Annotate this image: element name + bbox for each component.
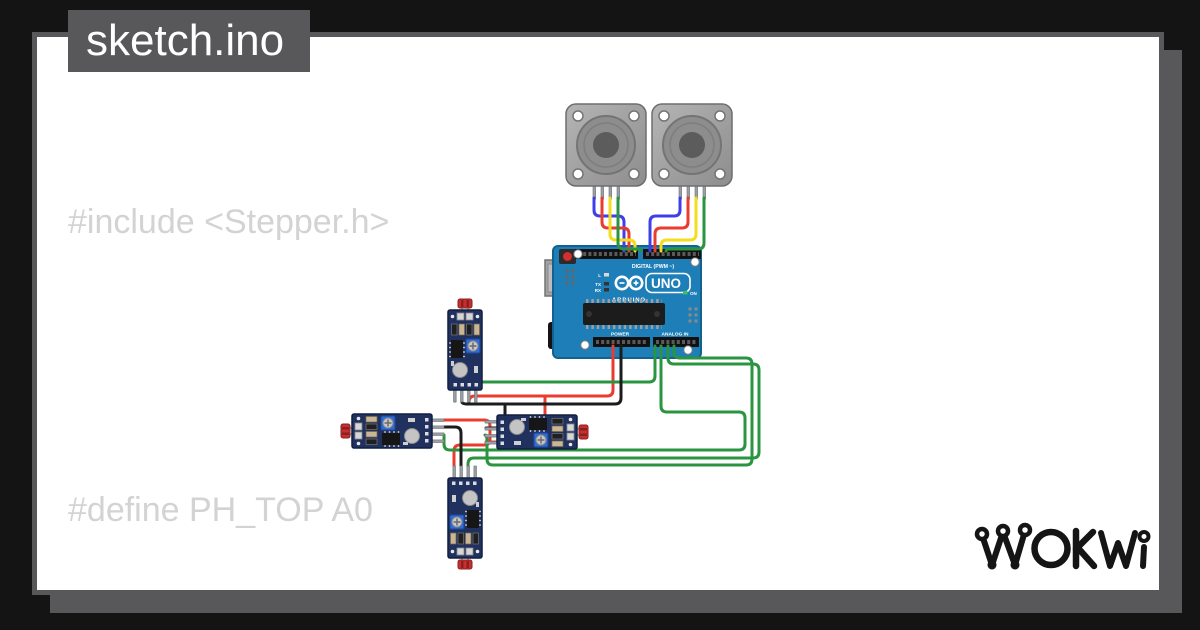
photoresistor-sensor-top bbox=[447, 298, 483, 403]
icsp-header-left bbox=[565, 269, 575, 285]
wokwi-logo bbox=[974, 522, 1151, 570]
mount-hole bbox=[690, 257, 700, 267]
analog-header bbox=[653, 337, 699, 347]
sketch-title-tab: sketch.ino bbox=[68, 10, 311, 72]
photoresistor-sensor-left bbox=[340, 413, 445, 449]
stepper-motor-right bbox=[651, 103, 733, 200]
sketch-title: sketch.ino bbox=[86, 16, 285, 65]
power-label: POWER bbox=[611, 332, 630, 338]
logo-letter-i bbox=[1140, 544, 1147, 569]
power-header bbox=[593, 337, 650, 347]
logo-letter-w2 bbox=[1098, 530, 1138, 569]
led-rx-label: RX bbox=[595, 288, 601, 293]
icsp-header-right bbox=[688, 307, 698, 323]
photoresistor-sensor-right bbox=[484, 414, 589, 450]
mount-hole bbox=[683, 345, 693, 355]
photoresistor-sensor-bottom bbox=[447, 465, 483, 570]
led-tx-label: TX bbox=[595, 282, 601, 287]
digital-label: DIGITAL (PWM ~) bbox=[632, 264, 675, 270]
analog-label: ANALOG IN bbox=[662, 332, 689, 338]
mount-hole bbox=[580, 340, 590, 350]
code-line: #include <Stepper.h> bbox=[68, 203, 390, 241]
wire-blue-group bbox=[592, 196, 682, 253]
arduino-infinity-icon bbox=[614, 275, 644, 291]
logo-letter-o bbox=[1031, 528, 1071, 569]
arduino-label: ARDUINO bbox=[612, 298, 646, 304]
led-l-label: L bbox=[598, 273, 601, 278]
code-line: #define PH_TOP A0 bbox=[68, 491, 373, 529]
mount-hole bbox=[573, 249, 583, 259]
stepper-motor-left bbox=[565, 103, 647, 200]
arduino-uno-board: DIGITAL (PWM ~) L TX RX UNO ARDUINO ON bbox=[544, 245, 702, 359]
wire-yellow-group bbox=[608, 196, 698, 253]
uno-label: UNO bbox=[651, 276, 681, 291]
code-block: #include <Stepper.h> #define PH_TOP A0 #… bbox=[68, 102, 749, 630]
atmega-chip bbox=[583, 299, 665, 329]
logo-letter-k bbox=[1072, 527, 1098, 570]
on-led-label: ON bbox=[690, 291, 697, 296]
